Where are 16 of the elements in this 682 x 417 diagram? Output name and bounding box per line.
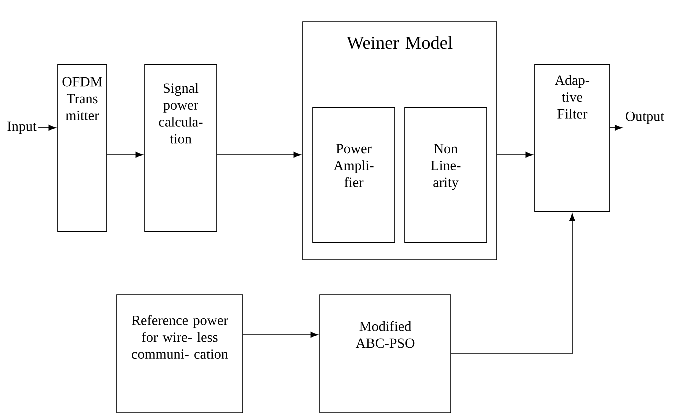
- process-box: OFDM Trans mitter: [58, 64, 108, 232]
- arrow: [243, 332, 318, 338]
- arrow: [610, 125, 622, 131]
- process-box: Modified ABC-PSO: [320, 294, 452, 414]
- arrow: [38, 125, 56, 131]
- process-box: Reference power for wire- less communi- cation: [116, 294, 244, 414]
- process-box: Adap- tive Filter: [534, 64, 610, 212]
- process-box: Non Line- arity: [404, 108, 488, 244]
- process-box: Power Ampli- fier: [312, 108, 396, 244]
- input-label: Input: [8, 122, 37, 134]
- arrow: [497, 152, 534, 158]
- process-box: Signal power calcula- tion: [144, 64, 218, 232]
- output-label: Output: [626, 112, 664, 124]
- arrow: [106, 152, 144, 158]
- arrow: [451, 214, 576, 354]
- arrow: [217, 152, 302, 158]
